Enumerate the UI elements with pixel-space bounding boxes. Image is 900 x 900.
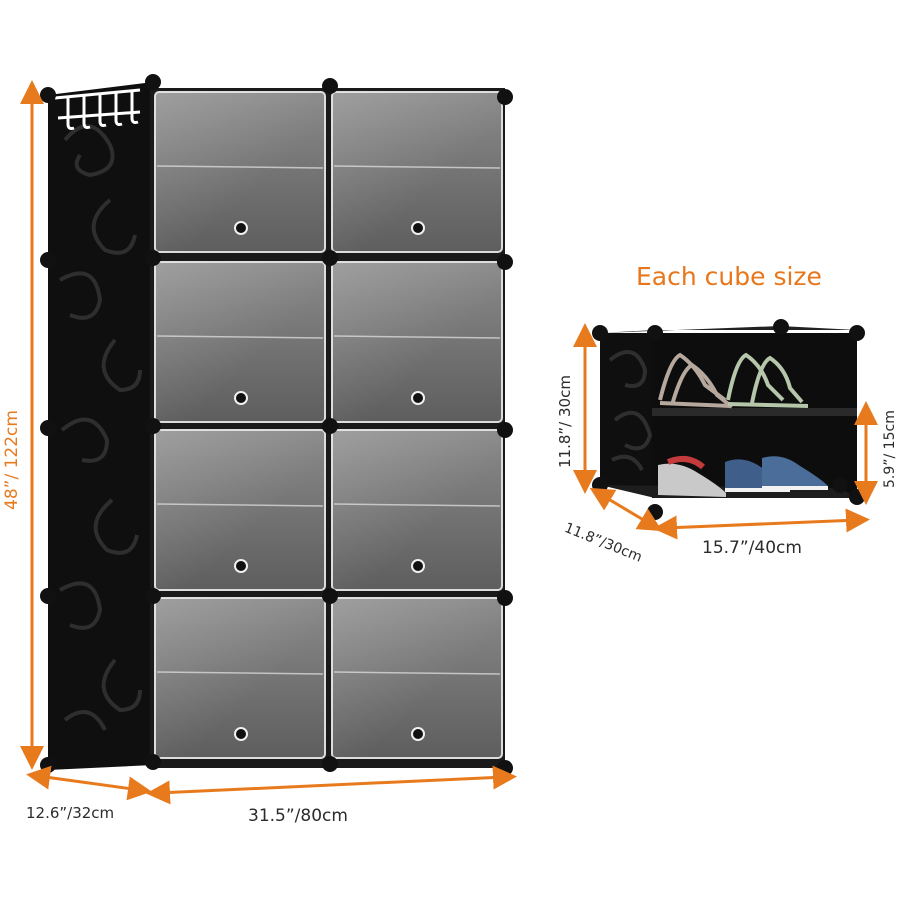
- connector-icon: [322, 756, 338, 772]
- cube-middle-shelf: [652, 408, 857, 416]
- connector-icon: [322, 250, 338, 266]
- cube-top-panel: [600, 326, 857, 333]
- cabinet-door: [331, 597, 503, 759]
- connector-icon: [497, 590, 513, 606]
- cabinet-door: [331, 261, 503, 423]
- cabinet-door: [154, 597, 326, 759]
- connector-icon: [592, 477, 608, 493]
- cabinet-height-label: 48”/ 122cm: [2, 410, 22, 510]
- connector-icon: [145, 588, 161, 604]
- connector-icon: [40, 588, 56, 604]
- connector-icon: [592, 325, 608, 341]
- connector-icon: [145, 418, 161, 434]
- door-knob-icon: [411, 391, 425, 405]
- connector-icon: [145, 250, 161, 266]
- connector-icon: [647, 325, 663, 341]
- depth-arrow: [26, 765, 152, 801]
- cube-swirl-pattern: [608, 350, 653, 471]
- cabinet-door: [154, 261, 326, 423]
- connector-icon: [773, 319, 789, 335]
- connector-icon: [40, 87, 56, 103]
- door-knob-icon: [234, 559, 248, 573]
- connector-icon: [40, 252, 56, 268]
- cube-height-label: 11.8”/ 30cm: [556, 375, 574, 468]
- cabinet-door: [154, 429, 326, 591]
- connector-icon: [145, 74, 161, 90]
- connector-icon: [497, 760, 513, 776]
- sneakers-pair-1: [658, 455, 726, 497]
- cabinet-depth-label: 12.6”/32cm: [26, 804, 115, 822]
- swirl-pattern: [59, 124, 142, 731]
- heels-pair-2: [726, 352, 809, 408]
- connector-icon: [832, 477, 848, 493]
- cube-shelf-height-label: 5.9”/ 15cm: [882, 410, 898, 488]
- connector-icon: [322, 418, 338, 434]
- large-dimension-lines: [20, 80, 517, 805]
- cabinet-door: [331, 429, 503, 591]
- heels-pair-1: [658, 352, 734, 409]
- connector-icon: [849, 325, 865, 341]
- cabinet-doors: [154, 91, 503, 759]
- width-arrow: [146, 765, 517, 805]
- connector-icon: [497, 422, 513, 438]
- door-knob-icon: [411, 559, 425, 573]
- door-knob-icon: [234, 391, 248, 405]
- connector-icon: [145, 754, 161, 770]
- connector-icon: [497, 254, 513, 270]
- sneakers-pair-2: [725, 456, 828, 492]
- connector-icon: [322, 588, 338, 604]
- connector-icon: [647, 504, 663, 520]
- door-knob-icon: [234, 221, 248, 235]
- cabinet-door: [154, 91, 326, 253]
- door-knob-icon: [411, 727, 425, 741]
- cube-depth-arrow: [589, 487, 663, 532]
- connector-icon: [497, 89, 513, 105]
- hook-rack: [54, 88, 141, 130]
- cube-dimension-lines: [573, 323, 878, 540]
- connector-icon: [40, 757, 56, 773]
- connector-icon: [40, 420, 56, 436]
- cube-width-label: 15.7”/40cm: [702, 538, 802, 558]
- door-knob-icon: [411, 221, 425, 235]
- cube-size-title: Each cube size: [636, 262, 822, 291]
- connector-icon: [849, 489, 865, 505]
- connector-icon: [322, 78, 338, 94]
- cabinet-width-label: 31.5”/80cm: [248, 806, 348, 826]
- cube-illustration: [600, 326, 857, 498]
- cabinet-door: [331, 91, 503, 253]
- door-knob-icon: [234, 727, 248, 741]
- cube-width-arrow: [653, 508, 870, 540]
